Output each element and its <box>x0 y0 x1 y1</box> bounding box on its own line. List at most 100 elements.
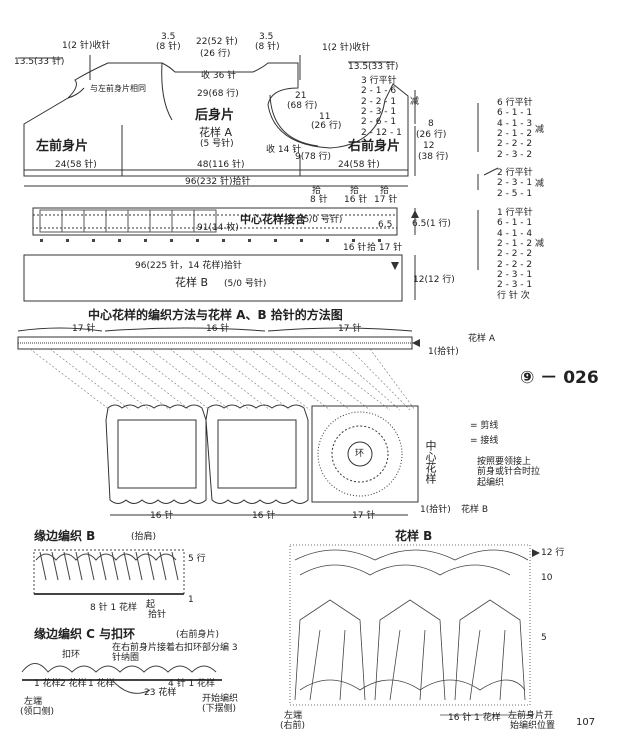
pick-16b: 16 针 <box>344 195 368 205</box>
pattern-b-left2: (右前) <box>280 721 306 731</box>
pattern-b-pick: 96(225 针，14 花样)拾针 <box>135 261 242 271</box>
edge-c-title: 缘边编织 C 与扣环 <box>34 627 136 641</box>
edge-b-pick: 拾针 <box>148 610 167 620</box>
height-8: 8 <box>428 119 434 129</box>
width-back: 48(116 针) <box>197 160 245 170</box>
center-joint-label: 中心花样接合 <box>240 213 306 226</box>
count-17b: 17 针 <box>338 324 362 334</box>
mid-pattern-a: 花样 A <box>468 334 496 344</box>
back-label: 后身片 <box>195 108 235 123</box>
width-left: 24(58 针) <box>55 160 97 170</box>
center-65: 6.5 <box>378 220 393 230</box>
side-table-2-label: 减 <box>535 179 545 189</box>
one-pick: 1(拾针) <box>428 347 459 357</box>
pattern-b-chart-title: 花样 B <box>395 529 433 543</box>
edge-b-repeat: 8 针 1 花样 <box>90 603 138 613</box>
pattern-b-row12: 12 行 <box>541 548 565 558</box>
decrease-note-left: 1(2 针)收针 <box>62 41 111 51</box>
pick-8a: 拾 <box>312 186 322 196</box>
ring-label: 环 <box>355 449 365 459</box>
motif-square-row <box>39 209 217 233</box>
pattern-b-repeat: 16 针 1 花样 <box>448 713 501 723</box>
pattern-b-hook: (5/0 号针) <box>224 279 267 289</box>
edge-c-start-right2: (下摆侧) <box>202 704 237 714</box>
pick-17a: 拾 <box>380 186 390 196</box>
back-pattern-label: 花样 A <box>199 126 233 139</box>
pick-lines <box>29 348 416 411</box>
edge-b-chart <box>33 549 185 595</box>
nine-rows: 9(78 行) <box>295 152 332 162</box>
height-8b: (26 行) <box>416 130 447 140</box>
bottom-17: 17 针 <box>352 511 376 521</box>
pattern-b-row10: 10 <box>541 573 553 583</box>
mid-pattern-b: 花样 B <box>461 505 489 515</box>
neck-rows-table: 3 行平针 2 - 1 - 6 2 - 2 - 1 2 - 3 - 1 2 - … <box>361 76 402 138</box>
bottom-16b: 16 针 <box>252 511 276 521</box>
center-hook-label: (5/0 号针) <box>300 215 343 225</box>
pattern-id: ⑨ － 026 <box>520 368 599 388</box>
armhole-21: 21 <box>295 91 307 101</box>
center-length: 91(14 枚) <box>197 223 239 233</box>
pattern-b-right: 左前身片开 <box>508 711 554 721</box>
neck-right-b: (8 针) <box>255 42 280 52</box>
motif-squares <box>105 404 419 504</box>
band-markers <box>40 239 381 242</box>
neck-left-b: (8 针) <box>156 42 181 52</box>
armhole-11: 11 <box>319 112 331 122</box>
pattern-b-label: 花样 B <box>175 276 209 289</box>
center-motif-band <box>32 207 398 236</box>
back-hook-label: (5 号针) <box>200 139 234 149</box>
neck-left-a: 3.5 <box>161 32 176 42</box>
height-65: 6.5(1 行) <box>412 219 451 229</box>
center-motif-vertical: 中心花样 <box>424 440 437 484</box>
same-as-front: 与左前身片相同 <box>90 84 146 93</box>
pick-17b: 17 针 <box>374 195 398 205</box>
one-pick-b: 1(拾针) <box>420 505 451 515</box>
neck-top2: (26 行) <box>200 49 231 59</box>
armhole-11-rows: (26 行) <box>311 121 342 131</box>
side-table-3-label: 减 <box>535 239 545 249</box>
edge-c-chart <box>21 663 222 694</box>
pattern-b-right2: 始编织位置 <box>510 721 556 731</box>
pattern-b-chart <box>289 544 532 716</box>
pattern-b-left: 左端 <box>284 711 303 721</box>
shoulder-right: 13.5(33 针) <box>348 62 399 72</box>
pattern-b-panel <box>23 254 403 302</box>
edge-c-note: 在右前身片接着右扣环部分编 3 针纳圈 <box>112 643 238 664</box>
neckline-curve <box>161 62 173 121</box>
pick-16-bottom: 16 针 <box>343 243 367 253</box>
armhole-depth: 29(68 行) <box>197 89 239 99</box>
pick-17-bottom: 拾 17 针 <box>367 243 403 253</box>
edge-c-p2: 2 花样 <box>60 679 87 689</box>
armhole-21-rows: (68 行) <box>287 101 318 111</box>
edge-c-loop: 扣环 <box>62 650 81 660</box>
total-pick: 96(232 针)拾针 <box>185 177 251 187</box>
shoulder-left: 13.5(33 针) <box>14 57 65 67</box>
side-table-3: 1 行平针 6 - 1 - 1 4 - 1 - 4 2 - 1 - 2 2 - … <box>497 208 533 301</box>
edge-c-start-left: 左端 <box>24 697 43 707</box>
count-16a: 16 针 <box>206 324 230 334</box>
pick-8b: 8 针 <box>310 195 328 205</box>
legend-join: = 接线 <box>470 436 499 446</box>
neck-top: 22(52 针) <box>196 37 238 47</box>
bind-14: 收 14 针 <box>266 145 302 155</box>
bottom-16a: 16 针 <box>150 511 174 521</box>
mid-title: 中心花样的编织方法与花样 A、B 拾针的方法图 <box>88 308 343 322</box>
height-12: 12 <box>423 141 435 151</box>
page-number: 107 <box>576 717 596 728</box>
edge-b-start: 起 <box>146 600 156 610</box>
neck-bind: 收 36 针 <box>201 71 237 81</box>
edge-c-23: 23 花样 <box>144 688 177 698</box>
edge-c-start-left2: (领口侧) <box>20 707 55 717</box>
height-12-12: 12(12 行) <box>413 275 455 285</box>
decrease-note-right: 1(2 针)收针 <box>322 43 371 53</box>
edge-c-start-right: 开始编织 <box>202 694 239 704</box>
legend-cut: = 剪线 <box>470 421 499 431</box>
garment-outline <box>23 62 409 177</box>
pattern-b-row5: 5 <box>541 633 547 643</box>
count-17a: 17 针 <box>72 324 96 334</box>
side-table-2: 2 行平针 2 - 3 - 1 2 - 5 - 1 <box>497 168 533 199</box>
side-table-1: 6 行平针 6 - 1 - 1 4 - 1 - 3 2 - 1 - 2 2 - … <box>497 98 533 160</box>
edge-c-subtitle: (右前身片) <box>176 630 220 640</box>
